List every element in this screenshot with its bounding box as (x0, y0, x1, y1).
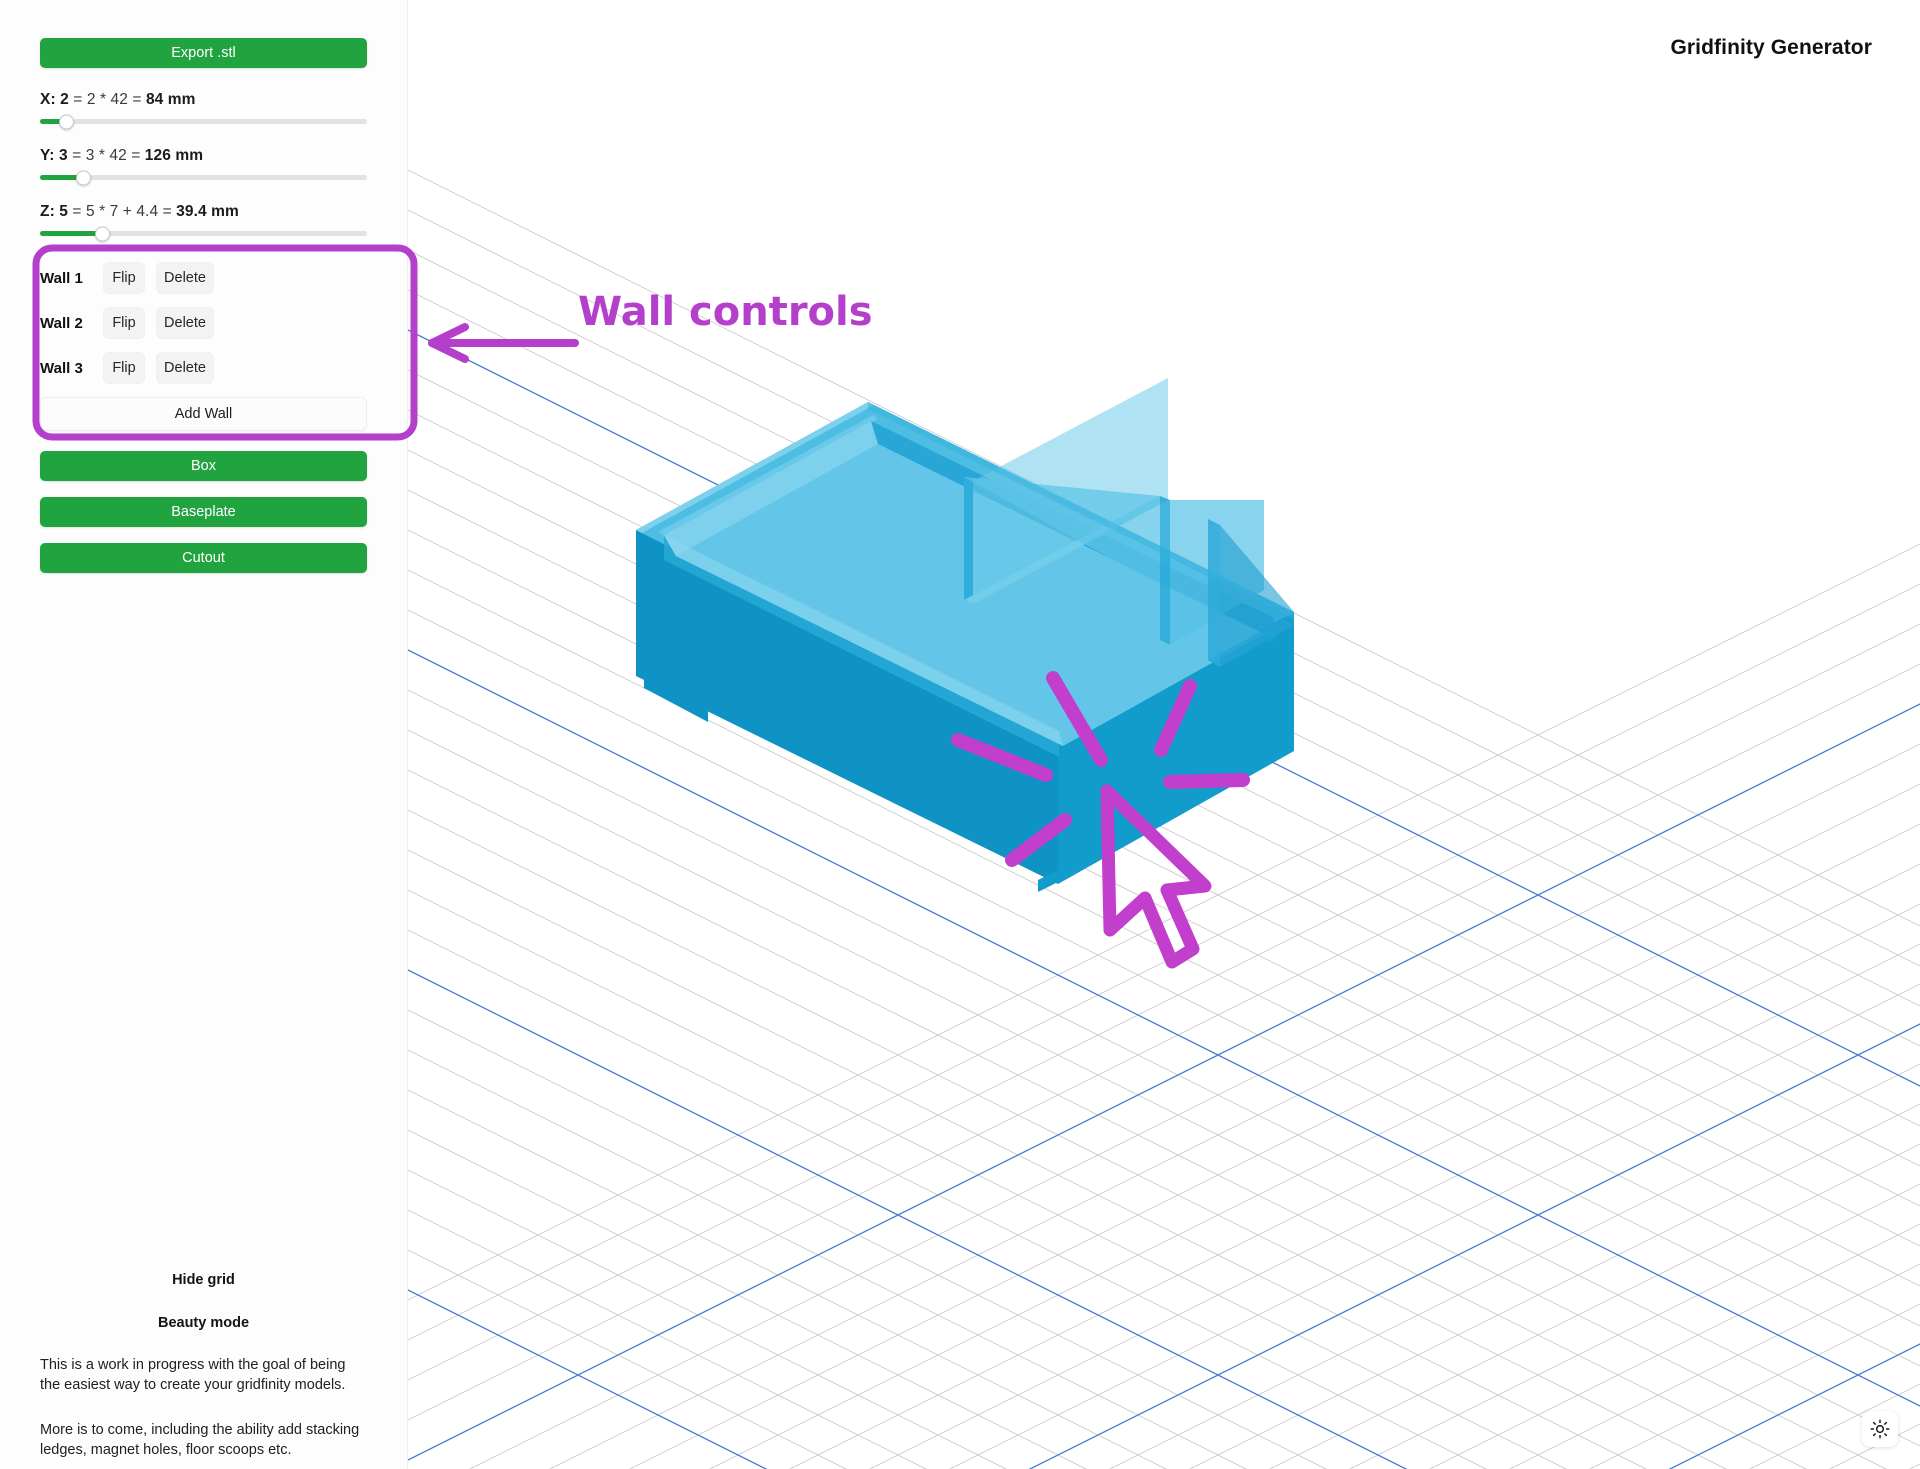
add-wall-button[interactable]: Add Wall (40, 397, 367, 431)
about-paragraph-2: More is to come, including the ability a… (40, 1421, 360, 1459)
dimension-x-slider-fill (40, 119, 67, 124)
wall-3-flip-button[interactable]: Flip (103, 352, 145, 384)
dimension-x-label: X: 2 = 2 * 42 = 84 mm (40, 91, 367, 109)
dimension-y-count: 3 (58, 147, 68, 164)
page-title: Gridfinity Generator (1670, 36, 1872, 59)
wall-1-flip-button[interactable]: Flip (103, 262, 145, 294)
sun-icon (1870, 1419, 1890, 1439)
dimension-x-count: 2 (60, 91, 69, 108)
dimension-z-prefix: Z: (40, 203, 55, 220)
dimension-x-slider[interactable] (40, 114, 367, 129)
wall-row: Wall 1 Flip Delete (40, 262, 367, 294)
export-stl-button[interactable]: Export .stl (40, 38, 367, 68)
box-mode-button[interactable]: Box (40, 451, 367, 481)
dimension-z-formula: = 5 * 7 + 4.4 = (72, 203, 172, 220)
dimension-x-slider-thumb[interactable] (59, 114, 75, 129)
wall-1-label: Wall 1 (40, 269, 83, 287)
dimension-y-label: Y: 3 = 3 * 42 = 126 mm (40, 147, 367, 165)
wall-3-label: Wall 3 (40, 359, 83, 377)
brightness-toggle-button[interactable] (1862, 1411, 1898, 1447)
model-viewport[interactable]: Gridfinity Generator (408, 0, 1920, 1469)
baseplate-mode-button[interactable]: Baseplate (40, 497, 367, 527)
wall-3-delete-button[interactable]: Delete (156, 352, 214, 384)
dimension-y-prefix: Y: (40, 147, 55, 164)
cutout-mode-button[interactable]: Cutout (40, 543, 367, 573)
gridfinity-box-model[interactable] (408, 0, 1920, 1469)
dimension-z-count: 5 (59, 203, 68, 220)
mode-button-group: Box Baseplate Cutout (40, 451, 367, 573)
dimension-x-formula: = 2 * 42 = (73, 91, 142, 108)
dimension-y-slider[interactable] (40, 170, 367, 185)
sidebar: Export .stl X: 2 = 2 * 42 = 84 mm Y: 3 =… (0, 0, 408, 1469)
sidebar-footer: Hide grid Beauty mode This is a work in … (0, 1272, 407, 1469)
wall-2-delete-button[interactable]: Delete (156, 307, 214, 339)
dimension-y-formula: = 3 * 42 = (72, 147, 141, 164)
wall-2-flip-button[interactable]: Flip (103, 307, 145, 339)
hide-grid-toggle[interactable]: Hide grid (172, 1271, 235, 1288)
dimension-z-result: 39.4 mm (176, 203, 239, 220)
box-front-left-face (636, 530, 1058, 884)
dimension-z-label: Z: 5 = 5 * 7 + 4.4 = 39.4 mm (40, 203, 367, 221)
dimension-z-slider-fill (40, 231, 103, 236)
sidebar-content: Export .stl X: 2 = 2 * 42 = 84 mm Y: 3 =… (0, 38, 407, 573)
wall-controls-panel: Wall 1 Flip Delete Wall 2 Flip Delete Wa… (40, 250, 367, 439)
dimension-x-result: 84 mm (145, 91, 196, 108)
about-paragraph-1: This is a work in progress with the goal… (40, 1356, 346, 1394)
wall-row: Wall 2 Flip Delete (40, 307, 367, 339)
dimension-y-result: 126 mm (144, 147, 204, 164)
dimension-x-prefix: X: (40, 91, 56, 108)
isometric-grid (408, 169, 1920, 1469)
dimension-z-slider-thumb[interactable] (95, 226, 111, 241)
dimension-z-slider[interactable] (40, 226, 367, 241)
wall-row: Wall 3 Flip Delete (40, 352, 367, 384)
beauty-mode-toggle[interactable]: Beauty mode (157, 1314, 250, 1331)
dimension-y-slider-thumb[interactable] (75, 170, 91, 185)
wall-1-delete-button[interactable]: Delete (156, 262, 214, 294)
wall-2-label: Wall 2 (40, 314, 83, 332)
dimension-y-slider-fill (40, 175, 83, 180)
